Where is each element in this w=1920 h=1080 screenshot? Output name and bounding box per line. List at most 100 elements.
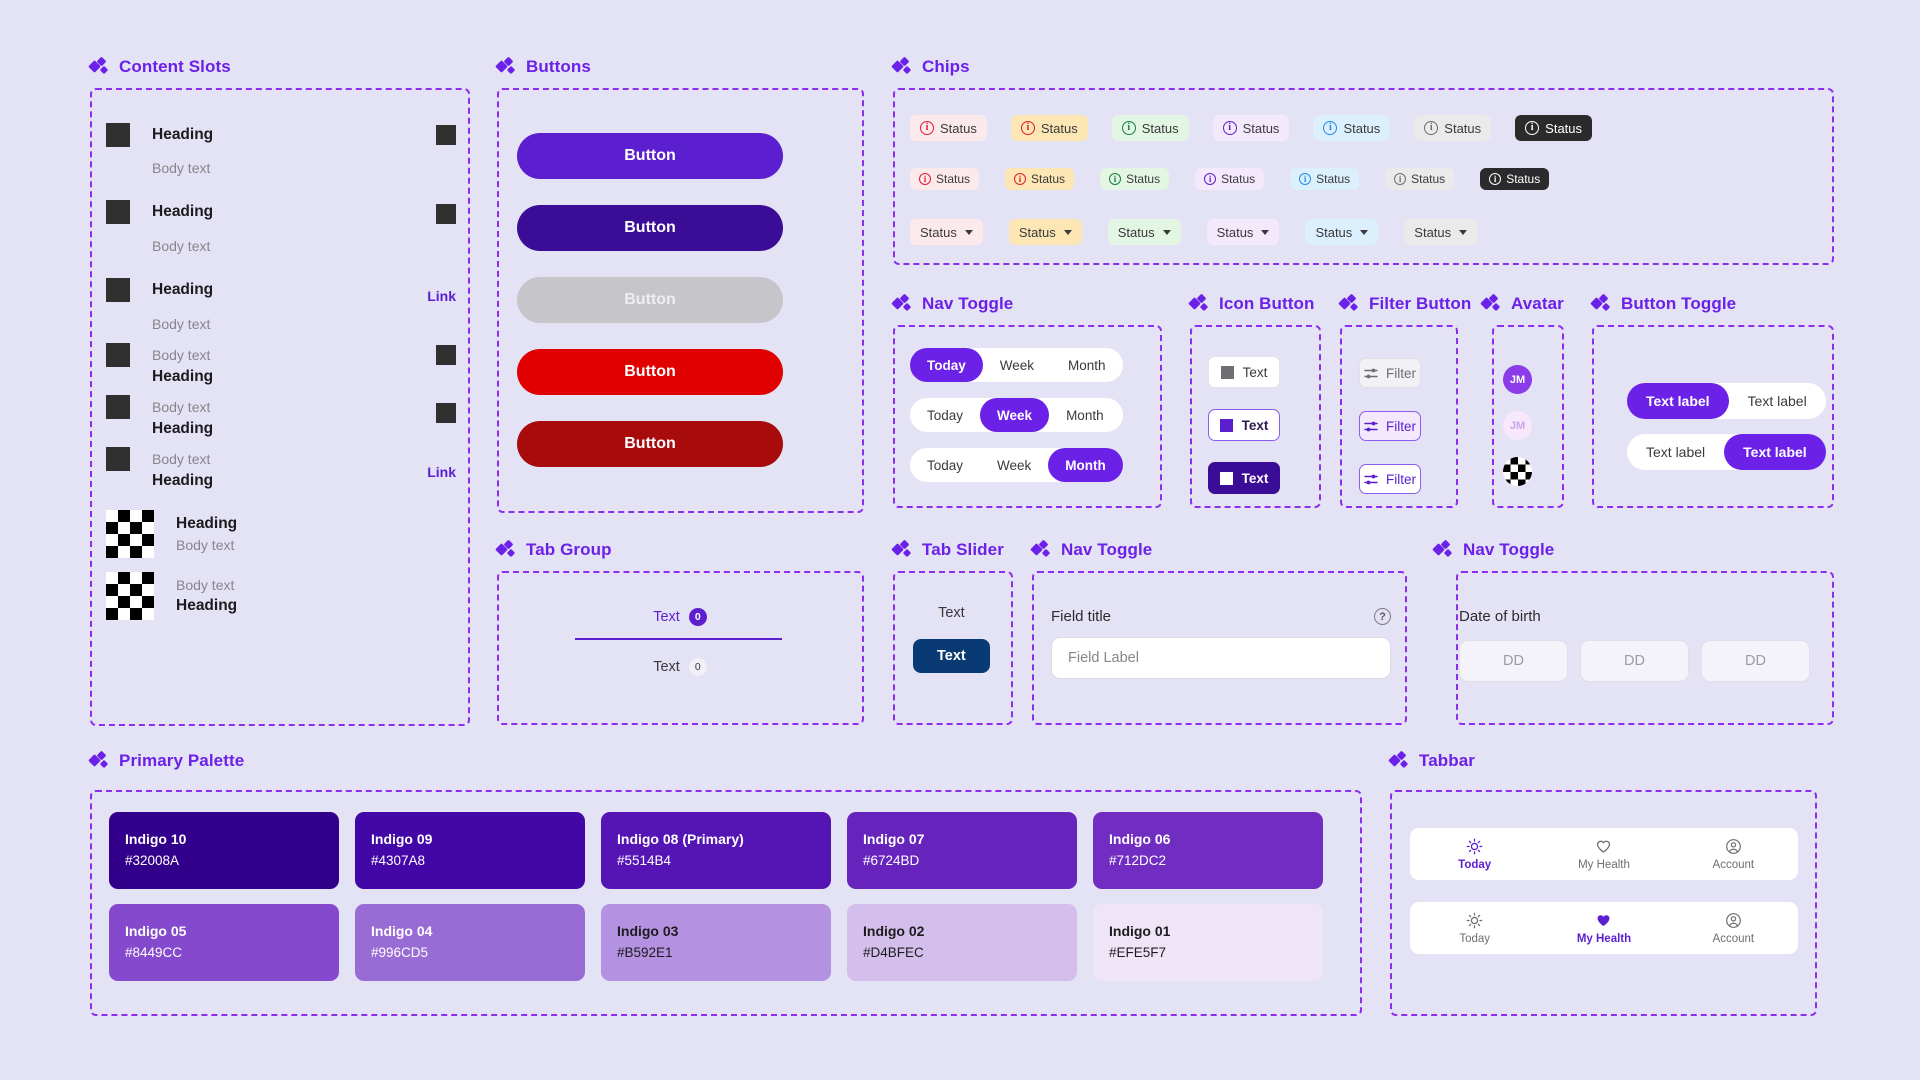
nav-toggle-option-month[interactable]: Month: [1068, 357, 1106, 373]
help-icon[interactable]: ?: [1374, 608, 1391, 625]
filter-button-outline[interactable]: Filter: [1359, 464, 1421, 494]
tabbar-item-today[interactable]: Today: [1410, 828, 1539, 880]
swatch-name: Indigo 02: [863, 923, 925, 940]
palette-swatch[interactable]: Indigo 01 #EFE5F7: [1093, 904, 1323, 981]
field-input[interactable]: Field Label: [1051, 637, 1391, 679]
tabbar-item-my-health[interactable]: My Health: [1539, 828, 1668, 880]
nav-toggle-row[interactable]: Today Week Month: [910, 348, 1123, 382]
status-dropdown-chip[interactable]: Status: [910, 219, 983, 245]
tab-slider-option-inactive[interactable]: Text: [938, 605, 965, 621]
list-item[interactable]: Body text Link: [106, 446, 456, 480]
button-primary[interactable]: Button: [517, 133, 783, 179]
tab-inactive[interactable]: Text 0: [575, 658, 785, 676]
status-chip[interactable]: i Status: [1515, 115, 1593, 141]
tabbar-item-my-health[interactable]: My Health: [1539, 902, 1668, 954]
nav-toggle-option-week[interactable]: Week: [980, 398, 1050, 432]
button-toggle-row[interactable]: Text label Text label: [1627, 434, 1826, 470]
list-item[interactable]: Body text: [106, 394, 456, 423]
tab-active[interactable]: Text 0: [575, 608, 785, 626]
section-title: Tab Group: [526, 540, 612, 559]
tab-slider-option-active[interactable]: Text: [913, 639, 990, 673]
status-dropdown-chip[interactable]: Status: [1206, 219, 1280, 245]
tabbar-item-account[interactable]: Account: [1669, 828, 1798, 880]
button-danger-dark[interactable]: Button: [517, 421, 783, 467]
list-item[interactable]: Body text: [106, 342, 456, 368]
chip-label: Status: [1545, 120, 1583, 136]
icon-button-outlined[interactable]: Text: [1208, 409, 1280, 441]
list-item[interactable]: Body text Heading: [106, 566, 456, 626]
button-toggle-option-right[interactable]: Text label: [1747, 393, 1807, 409]
list-item[interactable]: Heading: [106, 110, 456, 160]
palette-swatch[interactable]: Indigo 06 #712DC2: [1093, 812, 1323, 889]
status-dropdown-chip[interactable]: Status: [1404, 219, 1478, 245]
button-toggle-option-left[interactable]: Text label: [1646, 444, 1706, 460]
diamond-cluster-icon: [495, 539, 516, 560]
nav-toggle-row[interactable]: Today Week Month: [910, 448, 1123, 482]
section-title: Filter Button: [1369, 294, 1472, 313]
square-icon: [106, 278, 130, 302]
swatch-name: Indigo 06: [1109, 831, 1171, 848]
status-dropdown-chip[interactable]: Status: [1107, 219, 1181, 245]
dob-day-field[interactable]: DD: [1459, 640, 1568, 682]
icon-button-default[interactable]: Text: [1208, 356, 1280, 388]
dob-year-field[interactable]: DD: [1701, 640, 1810, 682]
avatar-placeholder-icon[interactable]: [1503, 457, 1532, 486]
swatch-hex: #5514B4: [617, 852, 672, 868]
nav-toggle-row[interactable]: Today Week Month: [910, 398, 1123, 432]
nav-toggle-option-month[interactable]: Month: [1066, 407, 1104, 423]
button-toggle-option-right[interactable]: Text label: [1724, 434, 1826, 470]
palette-swatch[interactable]: Indigo 02 #D4BFEC: [847, 904, 1077, 981]
tabbar-item-today[interactable]: Today: [1410, 902, 1539, 954]
palette-swatch[interactable]: Indigo 09 #4307A8: [355, 812, 585, 889]
palette-swatch[interactable]: Indigo 07 #6724BD: [847, 812, 1077, 889]
filter-button-active[interactable]: Filter: [1359, 411, 1421, 441]
palette-swatch[interactable]: Indigo 10 #32008A: [109, 812, 339, 889]
nav-toggle-option-week[interactable]: Week: [999, 357, 1035, 373]
list-item[interactable]: Heading Link: [106, 264, 456, 316]
list-item-link[interactable]: Link: [427, 288, 456, 304]
list-item-subtitle: Heading: [152, 368, 214, 385]
filter-button-default[interactable]: Filter: [1359, 358, 1421, 388]
avatar[interactable]: JM: [1503, 411, 1532, 440]
button-danger[interactable]: Button: [517, 349, 783, 395]
diamond-cluster-icon: [1480, 293, 1501, 314]
palette-swatch[interactable]: Indigo 08 (Primary) #5514B4: [601, 812, 831, 889]
nav-toggle-option-today[interactable]: Today: [910, 348, 983, 382]
list-item-link[interactable]: Link: [427, 464, 456, 480]
nav-toggle-option-week[interactable]: Week: [997, 457, 1032, 473]
palette-swatch[interactable]: Indigo 03 #B592E1: [601, 904, 831, 981]
icon-button-filled[interactable]: Text: [1208, 462, 1280, 494]
tabbar-item-account[interactable]: Account: [1669, 902, 1798, 954]
palette-swatch[interactable]: Indigo 04 #996CD5: [355, 904, 585, 981]
dob-month-field[interactable]: DD: [1580, 640, 1689, 682]
button-disabled[interactable]: Button: [517, 277, 783, 323]
avatar[interactable]: JM: [1503, 365, 1532, 394]
nav-toggle-option-today[interactable]: Today: [927, 407, 964, 423]
button-toggle-frame: [1592, 325, 1834, 508]
swatch-hex: #6724BD: [863, 852, 920, 868]
list-item[interactable]: Heading: [106, 186, 456, 238]
status-dropdown-chip[interactable]: Status: [1305, 219, 1379, 245]
button-toggle-row[interactable]: Text label Text label: [1627, 383, 1826, 419]
list-item[interactable]: Heading Body text: [106, 504, 456, 564]
nav-toggle-option-month[interactable]: Month: [1048, 448, 1123, 482]
button-toggle-option-left[interactable]: Text label: [1627, 383, 1729, 419]
palette-swatch[interactable]: Indigo 05 #8449CC: [109, 904, 339, 981]
status-dropdown-chip[interactable]: Status: [1008, 219, 1082, 245]
nav-toggle-option-today[interactable]: Today: [927, 457, 964, 473]
button-secondary[interactable]: Button: [517, 205, 783, 251]
info-icon: i: [1525, 121, 1540, 135]
